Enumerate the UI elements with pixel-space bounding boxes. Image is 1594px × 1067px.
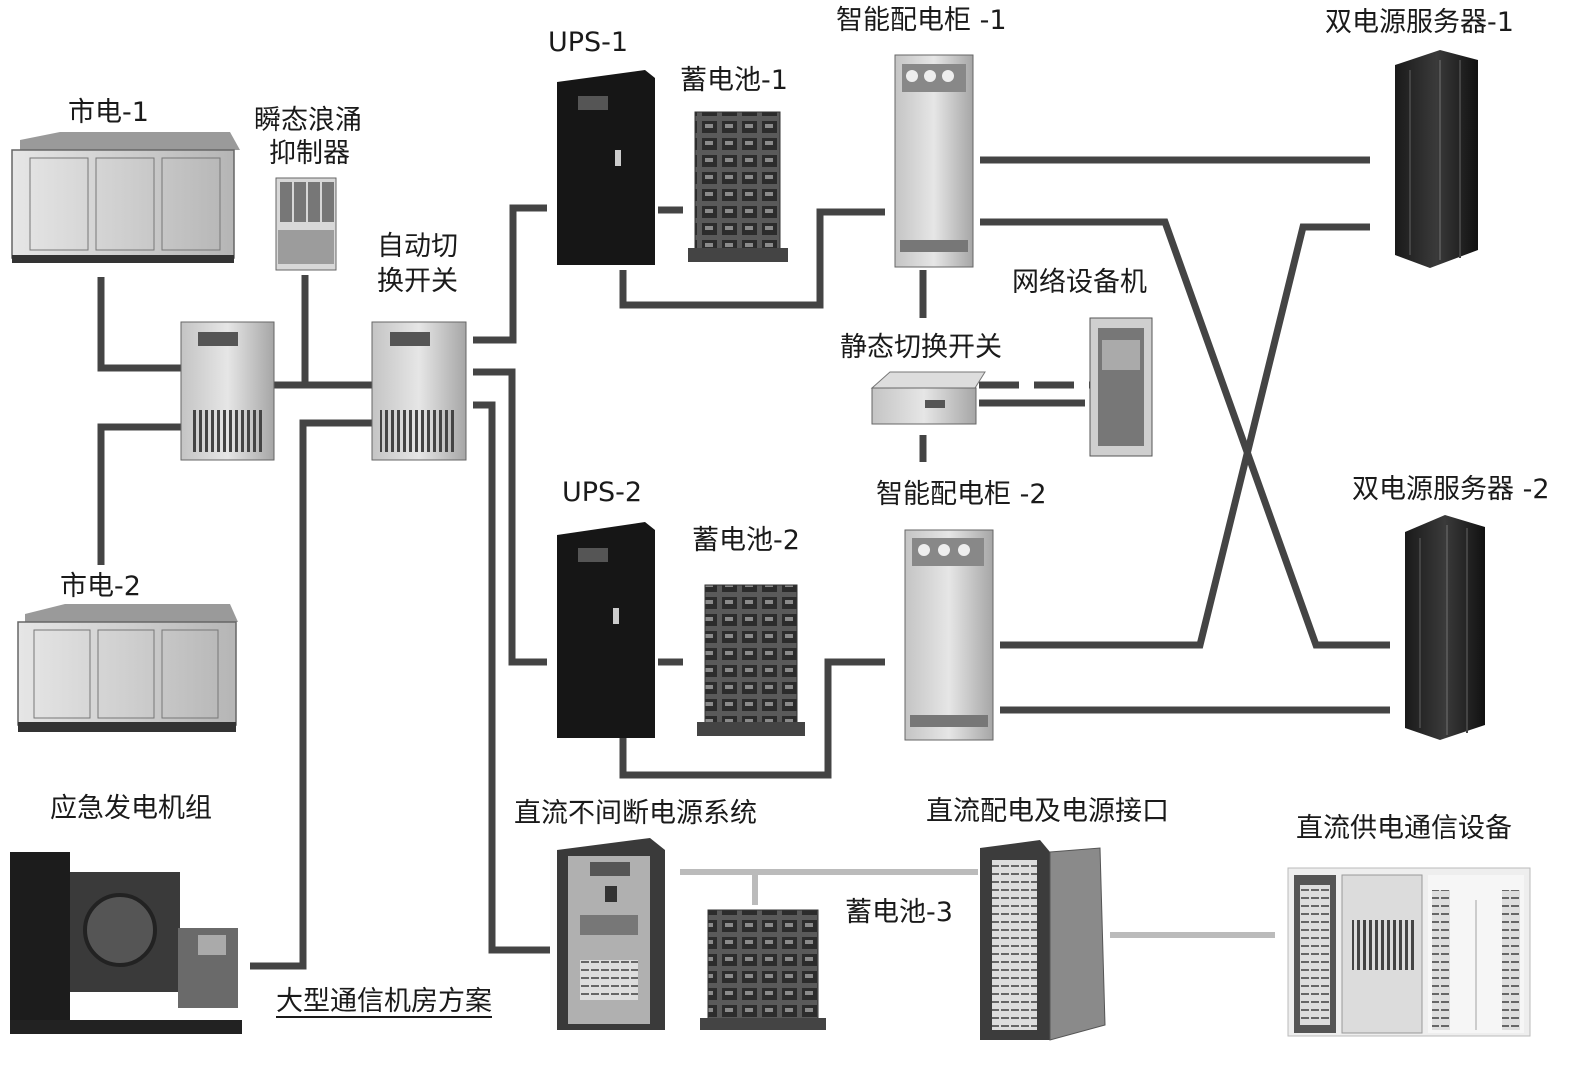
line-ups2-to-pdc2 (619, 658, 885, 779)
label-pdc-2: 智能配电柜 -2 (876, 479, 1047, 510)
label-dc-distribution: 直流配电及电源接口 (926, 796, 1169, 827)
pdc-2-icon (904, 529, 994, 741)
label-network-cabinet: 网络设备机 (1012, 267, 1147, 298)
label-ats-line2: 换开关 (377, 266, 458, 297)
label-pdc-1: 智能配电柜 -1 (836, 5, 1007, 36)
label-battery-2: 蓄电池-2 (692, 525, 800, 556)
battery-3-icon (700, 909, 826, 1030)
surge-suppressor-icon (275, 177, 337, 271)
line-ats-to-dc-ups (473, 401, 550, 954)
dc-lines (680, 869, 1275, 938)
label-grid-1: 市电-1 (68, 97, 149, 128)
battery-1-icon (688, 111, 788, 262)
grid-transfer-cabinet-icon (180, 321, 275, 461)
label-server-2: 双电源服务器 -2 (1352, 474, 1550, 505)
dc-ups-cabinet-icon (557, 838, 665, 1030)
label-battery-3: 蓄电池-3 (845, 897, 953, 928)
server-2-icon (1405, 515, 1485, 740)
ats-cabinet-icon (371, 321, 467, 461)
dc-distribution-cabinet-icon (980, 840, 1106, 1041)
server-1-icon (1395, 50, 1478, 268)
label-surge-line1: 瞬态浪涌 (254, 105, 362, 136)
substation-2-icon (17, 604, 238, 732)
label-surge-line2: 抑制器 (269, 138, 350, 169)
battery-2-icon (697, 584, 805, 736)
line-pdc2-to-server1 (1000, 223, 1370, 649)
label-battery-1: 蓄电池-1 (680, 65, 788, 96)
label-generator: 应急发电机组 (50, 793, 212, 824)
line-grid1-to-transfer (97, 277, 183, 372)
label-ups-1: UPS-1 (548, 27, 629, 58)
network-cabinet-icon (1089, 317, 1153, 457)
line-ats-to-ups1 (473, 204, 547, 344)
label-dc-ups: 直流不间断电源系统 (514, 798, 757, 829)
label-static-transfer-switch: 静态切换开关 (840, 332, 1002, 363)
label-server-1: 双电源服务器-1 (1325, 7, 1514, 38)
line-ups1-to-pdc1 (619, 208, 885, 309)
label-dc-telecom-equipment: 直流供电通信设备 (1296, 813, 1512, 844)
power-lines (97, 156, 1390, 970)
pdc-1-icon (894, 54, 974, 268)
diagram-title: 大型通信机房方案 (276, 986, 492, 1017)
generator-icon (10, 852, 242, 1034)
line-pdc1-to-server2 (980, 218, 1390, 649)
label-ups-2: UPS-2 (562, 477, 643, 508)
label-grid-2: 市电-2 (60, 571, 141, 602)
label-ats-line1: 自动切 (377, 231, 458, 262)
line-generator-to-ats (250, 419, 372, 970)
line-grid2-to-transfer (97, 423, 183, 565)
ups-1-icon (557, 70, 655, 265)
dc-telecom-equipment-icon (1287, 867, 1531, 1037)
ups-2-icon (557, 522, 655, 738)
line-ats-to-ups2 (473, 368, 547, 666)
static-transfer-switch-icon (870, 371, 986, 425)
substation-1-icon (11, 132, 240, 263)
